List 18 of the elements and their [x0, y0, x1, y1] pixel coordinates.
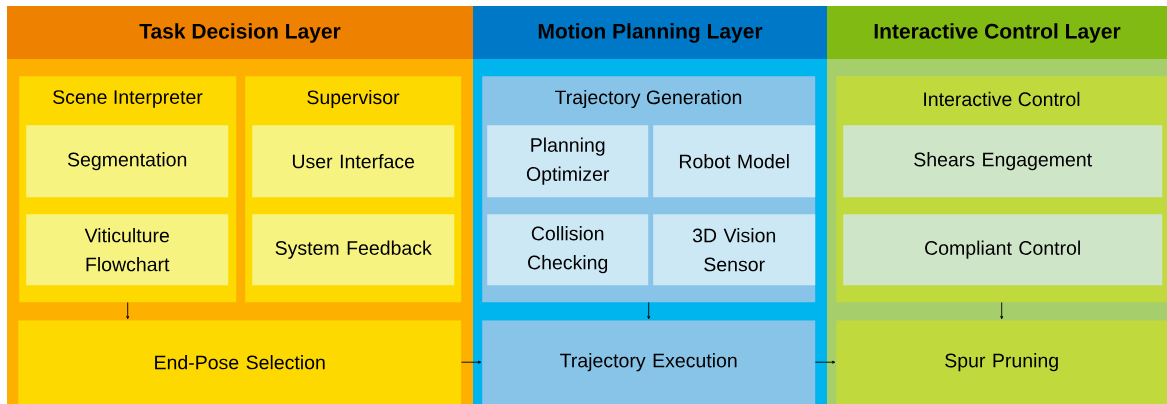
arrow [1000, 301, 1004, 320]
arrow [814, 360, 836, 364]
component-box: User Interface [252, 125, 455, 198]
component-box: 3D Vision Sensor [653, 214, 816, 286]
component-box: Spur Pruning [836, 320, 1167, 404]
component-box: Shears Engagement [843, 125, 1163, 198]
arrow [460, 360, 482, 364]
component-box: Trajectory Execution [482, 320, 816, 404]
arrow [126, 301, 130, 320]
component-box: Compliant Control [843, 214, 1163, 286]
component-box: System Feedback [252, 214, 455, 286]
component-box: Collision Checking [487, 214, 649, 286]
component-box: End-Pose Selection [18, 320, 462, 404]
component-box: Viticulture Flowchart [26, 214, 229, 286]
component-box: Planning Optimizer [487, 125, 649, 198]
arrow [647, 301, 651, 320]
component-box: Segmentation [26, 125, 229, 198]
component-box: Robot Model [653, 125, 816, 198]
